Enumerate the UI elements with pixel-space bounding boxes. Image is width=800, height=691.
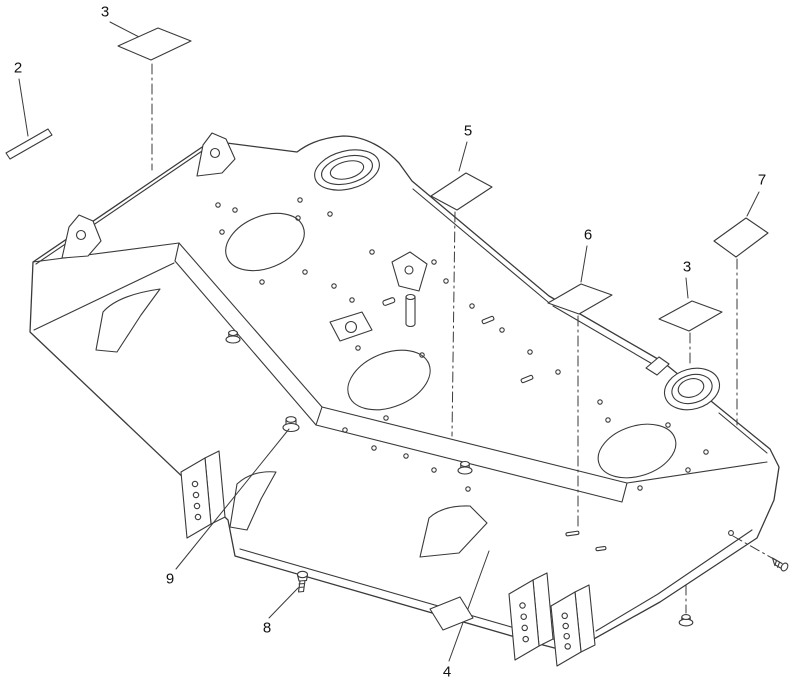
side-plate-mid-holes (519, 602, 529, 643)
trim-strip-2 (5, 128, 53, 160)
dashline-decal-5 (451, 211, 456, 437)
caster-ring-boss (645, 356, 721, 411)
leader-3-top (109, 21, 144, 40)
side-plate-right-holes (561, 612, 571, 650)
fasteners (225, 329, 789, 627)
gusset-front-center (419, 505, 488, 558)
leader-lines (18, 21, 760, 662)
ring-tab-bracket (645, 356, 670, 376)
side-plate-left-holes (191, 480, 202, 521)
screw-icon-right (771, 557, 789, 572)
decal-3-right (658, 300, 723, 332)
callout-label-5: 5 (463, 122, 473, 140)
side-plates (180, 450, 596, 667)
front-oval-boss (314, 149, 380, 191)
gusset-left-wall (95, 288, 161, 353)
callout-label-4: 4 (442, 663, 452, 681)
leader-6 (580, 245, 588, 283)
decals (5, 27, 769, 631)
decal-7 (713, 217, 769, 258)
spindle-opening-left (225, 212, 305, 272)
pilot-hole (728, 530, 734, 536)
idler-plate-and-pin (329, 251, 428, 342)
leader-3-right (685, 277, 689, 299)
hanger-brackets (61, 132, 236, 259)
callout-label-8: 8 (262, 619, 272, 637)
callout-label-7: 7 (757, 171, 767, 189)
leader-8 (268, 587, 299, 619)
leader-9 (175, 428, 290, 570)
leader-4 (448, 550, 490, 662)
callout-label-9: 9 (165, 570, 175, 588)
spring-pin (382, 297, 396, 306)
alignment-dash-lines (151, 63, 780, 614)
flange-nut-icon-right (678, 614, 694, 627)
leader-5 (458, 141, 468, 172)
leader-2 (18, 78, 29, 137)
spindle-opening-right (597, 423, 677, 479)
callout-label-3-right: 3 (682, 258, 692, 276)
decal-6 (547, 283, 613, 315)
gussets (95, 288, 488, 558)
slot-marks (481, 315, 607, 552)
side-plate-mid-front (508, 579, 540, 661)
screw-icon-8 (296, 570, 309, 593)
spindle-openings (225, 212, 677, 479)
flange-nut-icon-c (457, 460, 473, 475)
bolt-hole-pattern (215, 197, 709, 492)
dashline-screw-right (732, 535, 780, 563)
decal-4 (429, 596, 474, 631)
callout-label-6: 6 (583, 226, 593, 244)
callout-label-2: 2 (13, 59, 23, 77)
guide-pin (405, 293, 416, 328)
gusset-front-left (229, 471, 277, 531)
leader-7 (746, 191, 760, 217)
flange-bolt-icon-9 (282, 416, 300, 433)
spindle-opening-center (347, 349, 431, 411)
decal-5 (430, 172, 493, 211)
decal-3-top (117, 27, 192, 61)
callout-label-3-top: 3 (100, 3, 110, 21)
flange-nut-icon-a (225, 329, 241, 344)
